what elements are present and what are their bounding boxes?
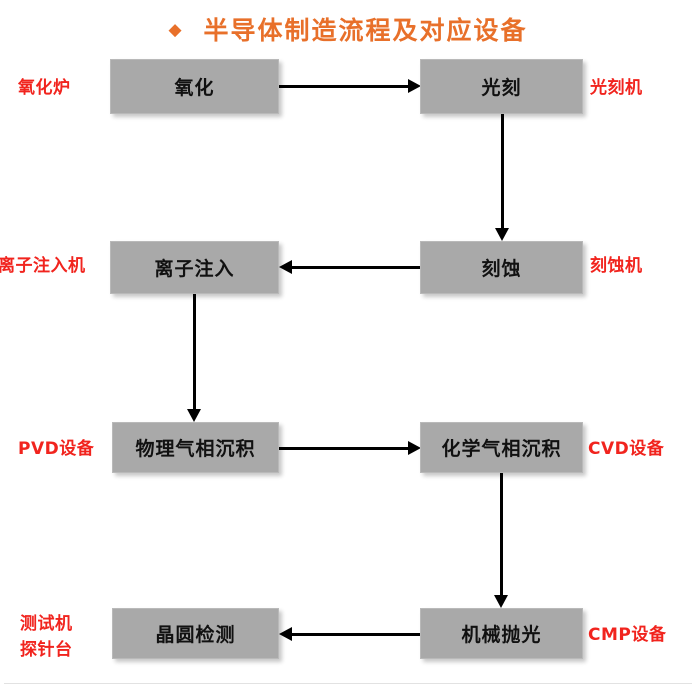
equipment-label-pvd-equipment: PVD设备: [18, 439, 95, 459]
equipment-label-etcher: 刻蚀机: [590, 256, 643, 276]
arrow-head: [495, 228, 509, 241]
process-box-etching[interactable]: 刻蚀: [420, 241, 583, 294]
process-box-photolithography[interactable]: 光刻: [420, 59, 583, 114]
arrow-cvd-to-cmp: [494, 473, 508, 608]
arrow-etching-to-ion-implantation: [279, 260, 421, 274]
arrow-cmp-to-wafer-inspection: [279, 627, 421, 641]
arrow-head: [187, 409, 201, 422]
equipment-label-oxidation-furnace: 氧化炉: [18, 78, 71, 98]
arrow-shaft: [279, 84, 409, 88]
arrow-shaft: [291, 632, 421, 636]
arrow-head: [408, 441, 421, 455]
equipment-label-stepper: 光刻机: [590, 78, 643, 98]
equipment-label-cmp-equipment: CMP设备: [588, 625, 667, 645]
arrow-shaft: [192, 294, 196, 411]
arrow-head: [494, 595, 508, 608]
arrow-oxidation-to-photolithography: [279, 79, 421, 93]
arrow-shaft: [291, 265, 421, 269]
process-box-wafer-inspection-label: 晶圆检测: [155, 624, 236, 646]
process-box-oxidation[interactable]: 氧化: [110, 59, 279, 114]
equipment-label-tester-line1: 测试机: [20, 614, 73, 634]
equipment-label-tester: 测试机 探针台: [20, 612, 73, 663]
process-box-wafer-inspection[interactable]: 晶圆检测: [112, 608, 279, 659]
arrow-shaft: [499, 473, 503, 597]
page-title-text: 半导体制造流程及对应设备: [203, 16, 528, 45]
process-box-ion-implantation-label: 离子注入: [154, 258, 235, 280]
process-box-cvd[interactable]: 化学气相沉积: [420, 422, 583, 473]
process-box-etching-label: 刻蚀: [481, 258, 522, 280]
arrow-pvd-to-cvd: [279, 441, 421, 455]
arrow-head: [408, 79, 421, 93]
equipment-label-ion-implanter: 离子注入机: [0, 256, 86, 276]
process-box-pvd-label: 物理气相沉积: [135, 438, 256, 460]
process-box-cmp[interactable]: 机械抛光: [420, 608, 583, 659]
equipment-label-tester-line2: 探针台: [20, 639, 73, 660]
process-box-photolithography-label: 光刻: [481, 77, 522, 99]
diamond-bullet-icon: ◆: [168, 19, 182, 40]
arrow-head: [279, 260, 292, 274]
page-title: ◆ 半导体制造流程及对应设备: [0, 11, 696, 47]
process-box-cvd-label: 化学气相沉积: [441, 438, 562, 460]
process-box-oxidation-label: 氧化: [174, 77, 215, 99]
process-box-pvd[interactable]: 物理气相沉积: [112, 422, 279, 473]
arrow-head: [279, 627, 292, 641]
process-box-ion-implantation[interactable]: 离子注入: [110, 241, 279, 294]
arrow-ion-implantation-to-pvd: [187, 294, 201, 422]
process-box-cmp-label: 机械抛光: [461, 624, 542, 646]
bottom-divider: [4, 683, 692, 684]
arrow-shaft: [279, 446, 409, 450]
equipment-label-cvd-equipment: CVD设备: [588, 439, 665, 459]
arrow-shaft: [500, 114, 504, 230]
arrow-photolithography-to-etching: [495, 114, 509, 241]
